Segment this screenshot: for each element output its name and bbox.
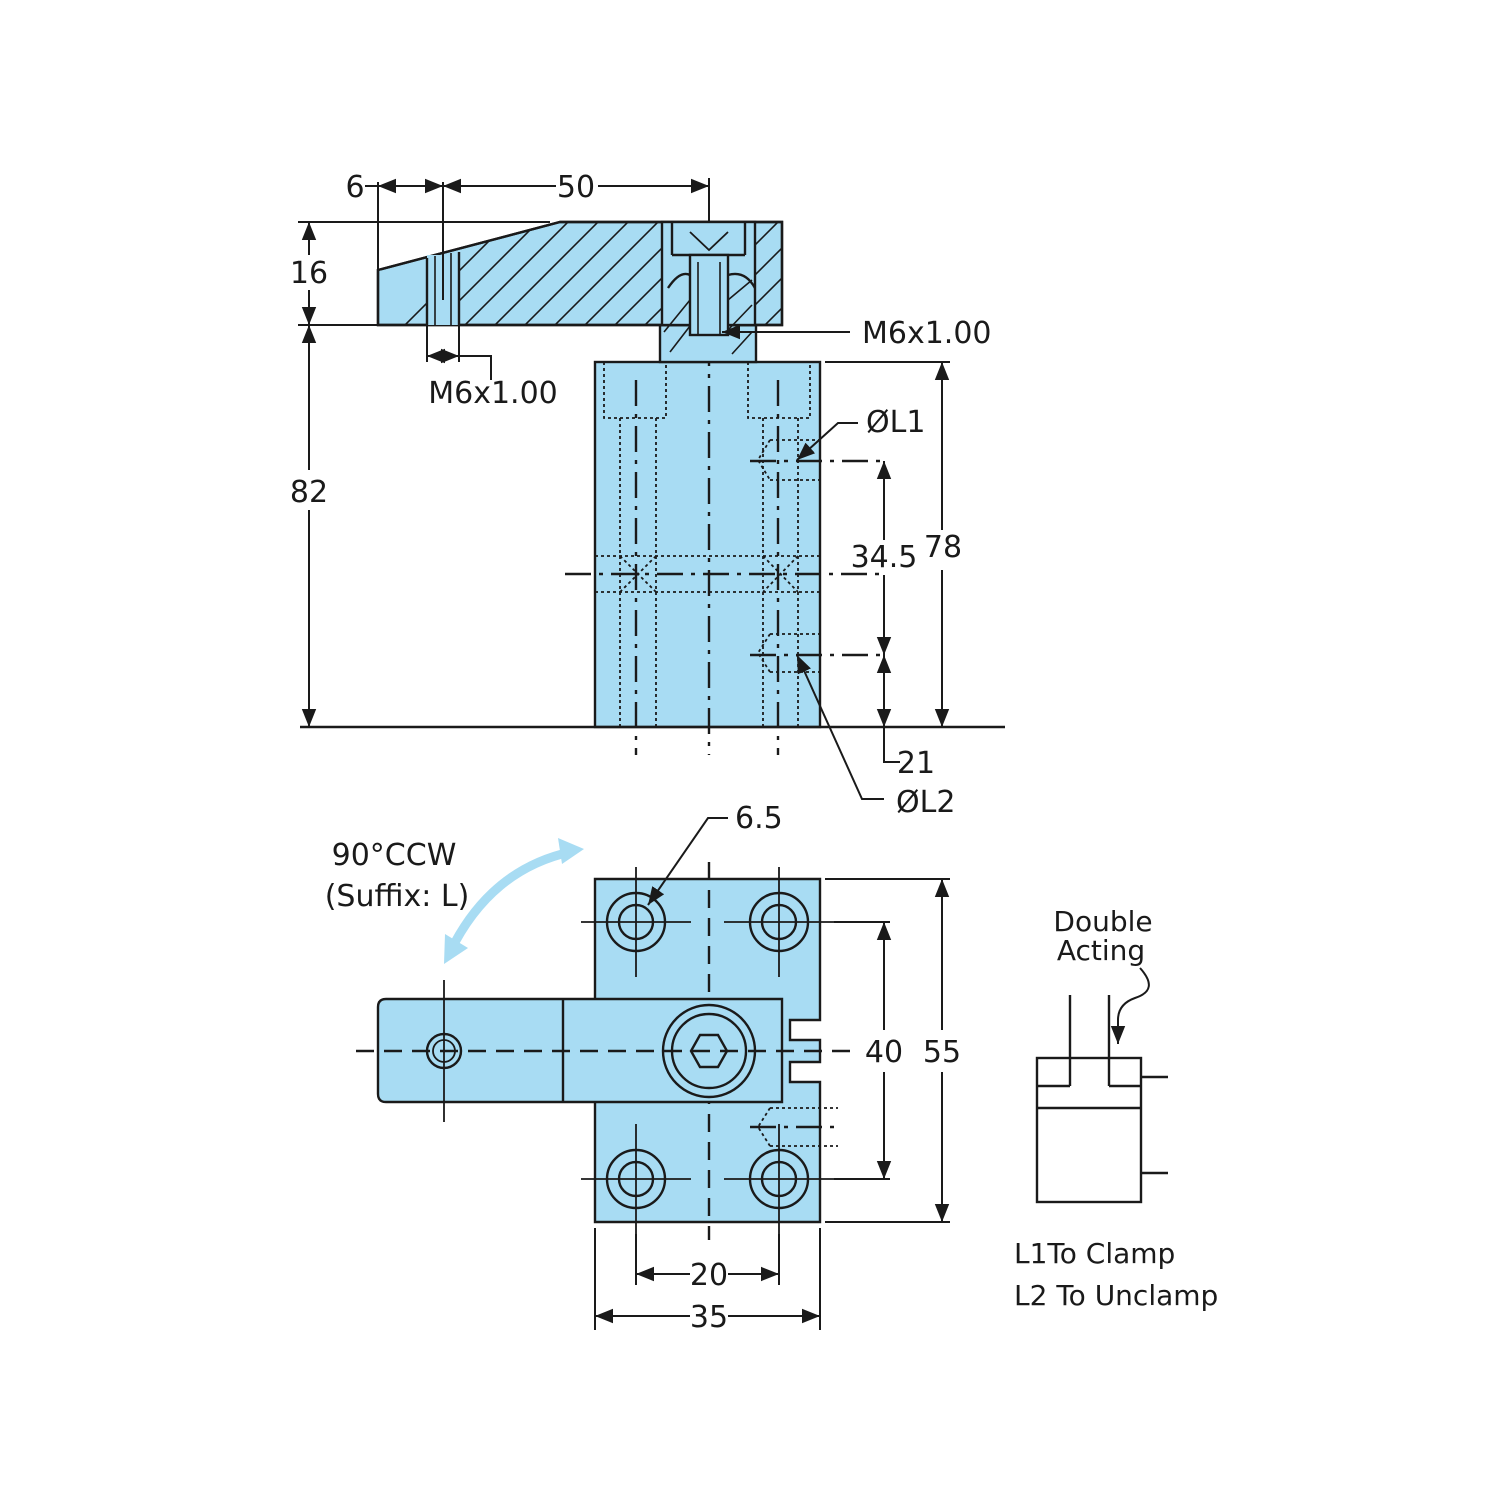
rotation-line2: (Suffix: L) (325, 879, 470, 914)
schematic-title-line2: Acting (1057, 934, 1145, 967)
dim-6-label: 6 (345, 170, 364, 205)
dim-top-horizontal: 6 50 (345, 170, 710, 300)
bolt-hole-top-right (724, 867, 834, 977)
dim-plan-right: 40 55 (825, 878, 961, 1223)
bolt-hole-bottom-left (581, 1124, 691, 1234)
dim-right-vertical: 34.5 21 78 (825, 361, 962, 781)
dim-6-5-label: 6.5 (735, 801, 783, 836)
schematic-ports (1141, 1075, 1168, 1175)
dim-50-label: 50 (557, 170, 595, 205)
dim-55-label: 55 (923, 1035, 961, 1070)
clamp-arm-section (376, 220, 784, 355)
legend-l2: L2 To Unclamp (1014, 1279, 1218, 1312)
rotation-line1: 90°CCW (332, 838, 457, 873)
side-view: 6 50 16 82 M6x1.00 M6x1.00 ØL1 (290, 170, 1005, 820)
cylinder-body-side (593, 360, 822, 729)
thread-callout-arm: M6x1.00 (426, 325, 558, 411)
dim-35-label: 35 (690, 1300, 728, 1335)
port-l2-label: ØL2 (896, 785, 955, 820)
port-l1-label: ØL1 (866, 405, 925, 440)
dim-21-label: 21 (897, 746, 935, 781)
rotation-arrow: 90°CCW (Suffix: L) (325, 838, 584, 964)
thread-arm-label: M6x1.00 (428, 376, 558, 411)
bolt-hole-bottom-right (724, 1124, 834, 1234)
plan-view: 90°CCW (Suffix: L) 6.5 40 55 20 35 (325, 801, 961, 1335)
dim-16-label: 16 (290, 256, 328, 291)
centerline-ports (750, 459, 880, 657)
dim-40-label: 40 (865, 1035, 903, 1070)
thread-callout-plunger: M6x1.00 (722, 316, 992, 351)
dim-34-5-label: 34.5 (851, 540, 918, 575)
hidden-port-plan (756, 1107, 838, 1147)
schematic-title-line1: Double (1053, 905, 1152, 938)
clamp-arm-plan (356, 980, 860, 1122)
dim-78-label: 78 (924, 530, 962, 565)
bolt-holes (581, 867, 834, 1234)
bolt-hole-top-left (581, 867, 691, 977)
bolt-hole-callout: 6.5 (647, 801, 783, 906)
dim-left-vertical: 16 82 (290, 221, 550, 727)
dim-plan-bottom: 20 35 (594, 1228, 821, 1335)
legend-l1: L1To Clamp (1014, 1237, 1175, 1270)
port-callouts: ØL1 ØL2 (796, 405, 955, 820)
schematic-cylinder (1035, 1056, 1143, 1204)
dim-82-label: 82 (290, 475, 328, 510)
double-acting-schematic: Double Acting L1To Clamp L2 To Unclamp (1014, 905, 1218, 1312)
thread-plunger-label: M6x1.00 (862, 316, 992, 351)
dim-20-label: 20 (690, 1258, 728, 1293)
